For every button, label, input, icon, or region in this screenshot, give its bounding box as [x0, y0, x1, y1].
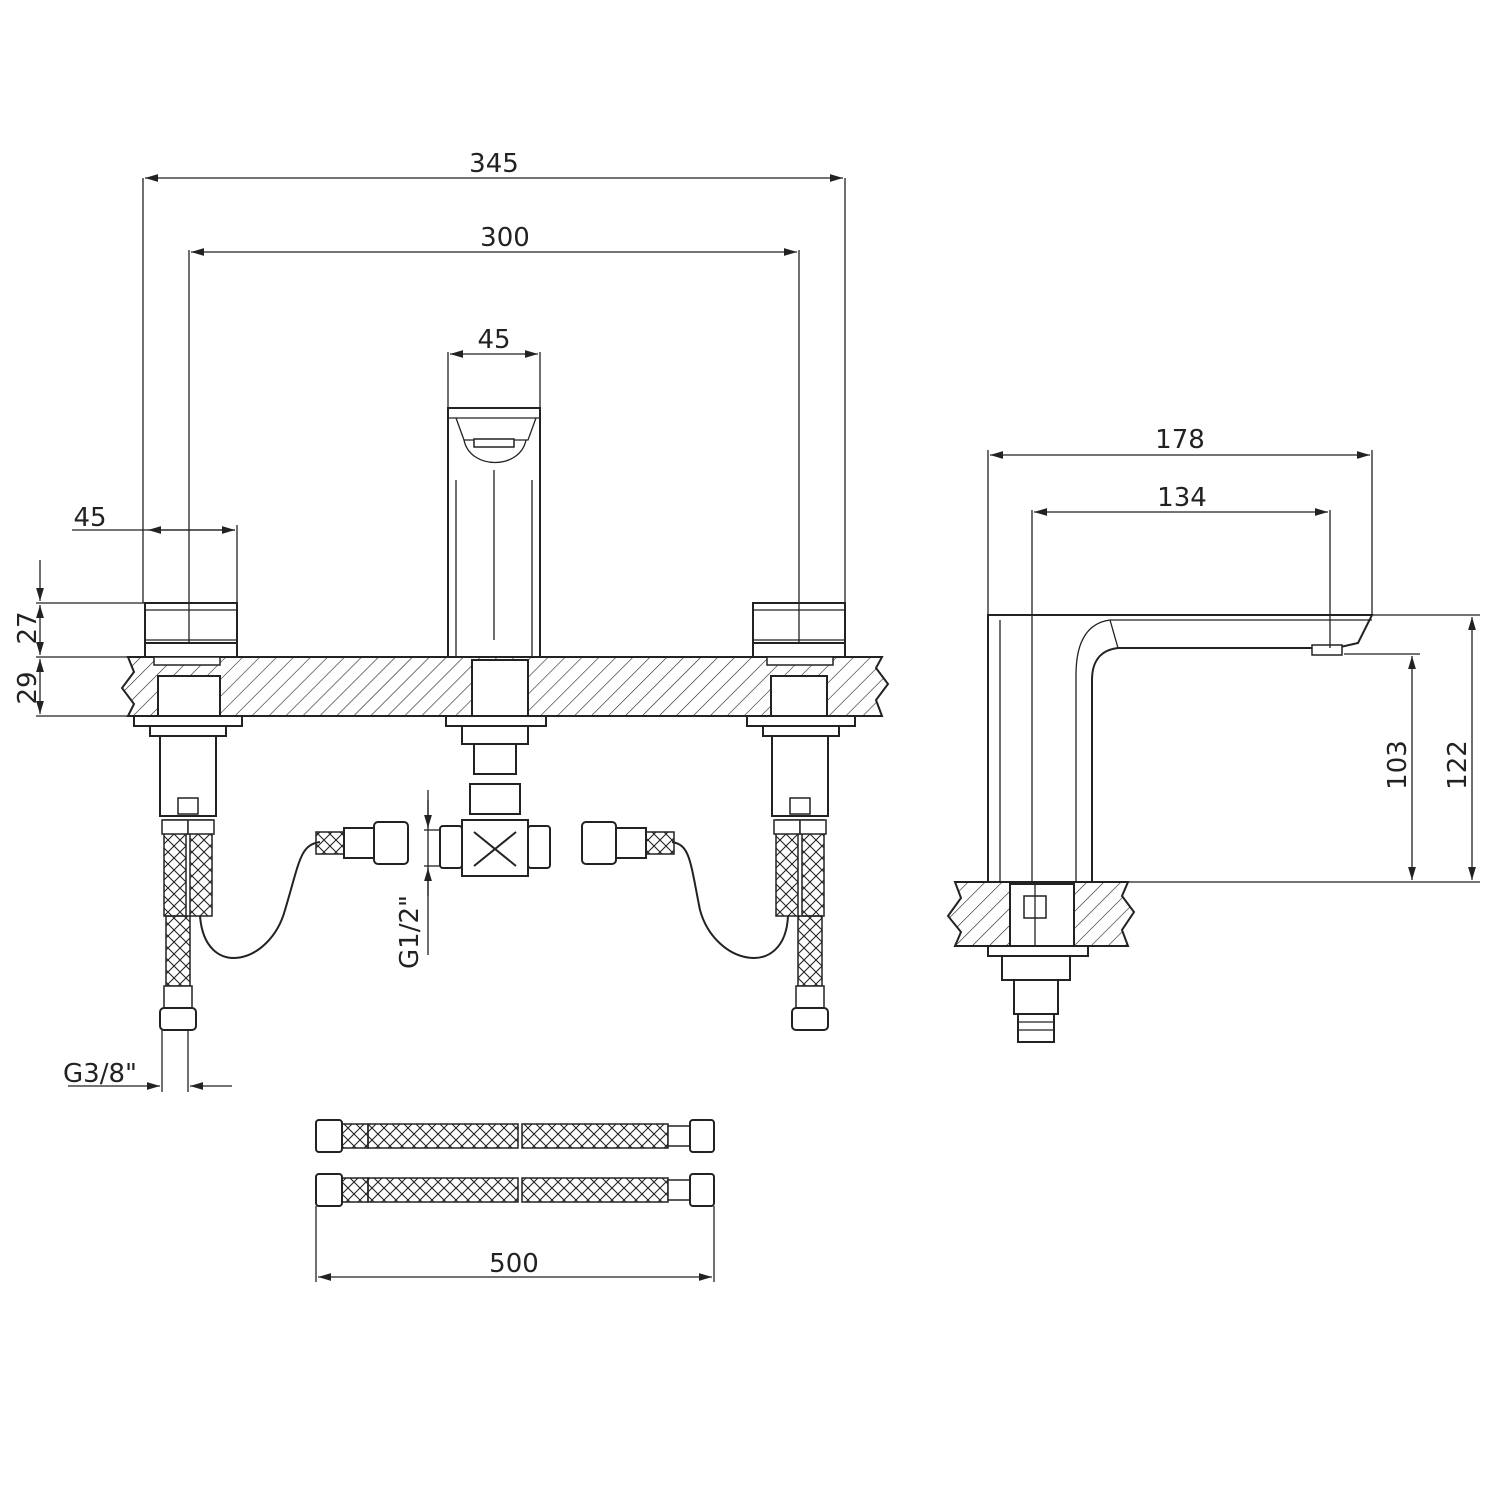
dim-inlet-hose-label: G3/8" — [63, 1059, 137, 1089]
dim-spout-heights: 103 122 — [1128, 614, 1480, 883]
dim-overall-width: 345 — [142, 149, 846, 603]
front-view: 345 300 45 45 — [13, 149, 890, 1092]
dim-hose-length-label: 500 — [489, 1249, 539, 1279]
right-underdeck — [671, 715, 856, 1031]
dim-handle-spacing: 300 — [188, 223, 800, 643]
dim-spout-projection: 178 — [987, 425, 1373, 615]
left-handle — [144, 602, 238, 666]
left-underdeck — [133, 715, 321, 1031]
dim-spout-projection-label: 178 — [1155, 425, 1205, 455]
supply-hoses: 500 — [315, 1119, 715, 1282]
side-view: 178 134 103 122 — [946, 425, 1480, 1043]
hose-1 — [315, 1119, 715, 1153]
dim-spout-reach-label: 134 — [1157, 483, 1207, 513]
dim-spout-reach: 134 — [1031, 483, 1331, 882]
dim-heights-left: 27 29 — [13, 560, 145, 717]
dim-inlet-main-label: G1/2" — [395, 895, 425, 969]
dim-overall-width-label: 345 — [469, 149, 519, 179]
center-underdeck — [315, 715, 675, 877]
dim-handle-width-label: 45 — [73, 503, 106, 533]
deck-section — [120, 656, 890, 717]
center-spout-front — [447, 407, 541, 658]
dim-hose-length: 500 — [315, 1206, 715, 1282]
dim-spout-width-label: 45 — [477, 325, 510, 355]
dim-spout-width: 45 — [447, 325, 541, 408]
hose-2 — [315, 1173, 715, 1207]
dim-total-height-label: 122 — [1443, 740, 1473, 790]
dim-outlet-height-label: 103 — [1383, 740, 1413, 790]
dim-handle-width: 45 — [72, 503, 238, 603]
dim-inlet-main: G1/2" — [395, 790, 440, 969]
dim-handle-height-label: 27 — [13, 611, 43, 644]
dim-inlet-hose: G3/8" — [63, 1030, 232, 1092]
dim-deck-thickness-label: 29 — [13, 671, 43, 704]
dim-handle-spacing-label: 300 — [480, 223, 530, 253]
